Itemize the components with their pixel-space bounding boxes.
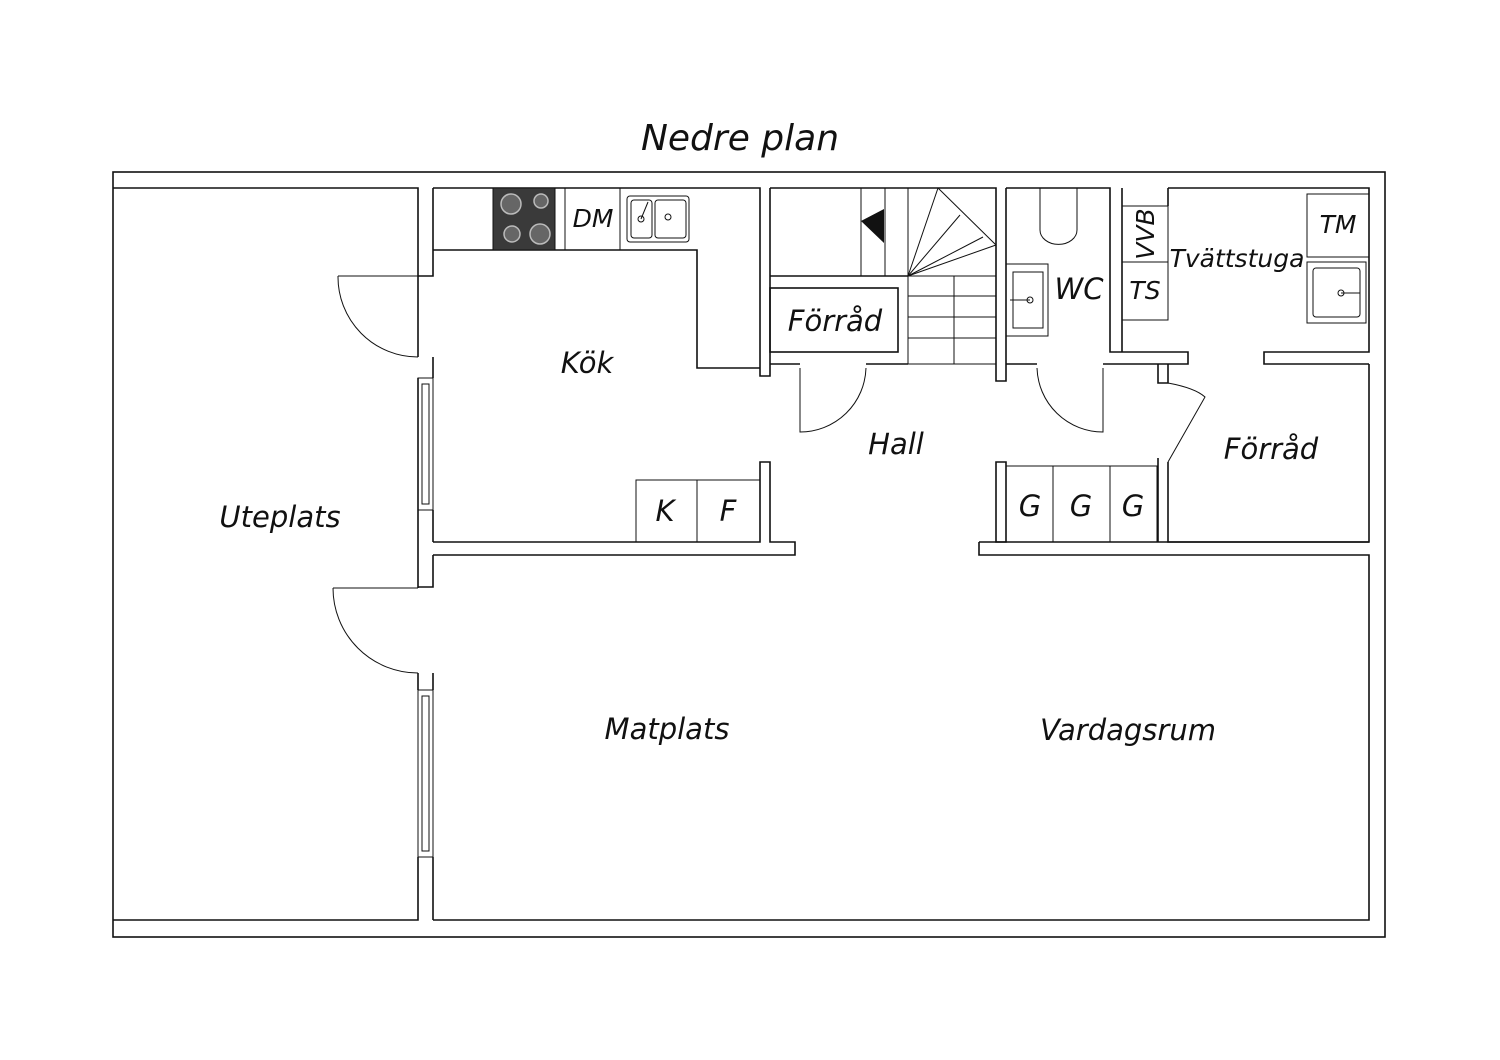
- wardrobe-wall: [995, 461, 1007, 543]
- room-label-uteplats: Uteplats: [219, 500, 340, 534]
- room-label-hall: Hall: [868, 427, 924, 461]
- door-forrad-right: [1167, 382, 1206, 463]
- kitchen-walls: [433, 187, 796, 556]
- toilet-icon: [1039, 188, 1078, 245]
- room-label-kok: Kök: [561, 346, 615, 380]
- stove-burners: [500, 193, 551, 245]
- door-wc: [1036, 367, 1104, 433]
- laundry-walls: [1167, 187, 1370, 365]
- uteplats-walls: [113, 187, 419, 921]
- window-matplats: [417, 689, 434, 858]
- freezer-label: K: [655, 494, 676, 528]
- room-label-forrad-right: Förråd: [1224, 432, 1319, 466]
- room-label-tvattstuga: Tvättstuga: [1170, 244, 1305, 273]
- room-label-vardagsrum: Vardagsrum: [1040, 713, 1216, 747]
- dryer-label: TS: [1129, 276, 1160, 305]
- door-uteplats-top: [337, 275, 419, 358]
- west-wall: [418, 188, 434, 920]
- fridge-freezer: [635, 479, 761, 543]
- washing-machine-label: TM: [1320, 210, 1357, 239]
- storage-small: [769, 287, 899, 353]
- kitchen-sink-icon: [626, 195, 690, 243]
- door-forrad: [799, 367, 867, 433]
- wardrobe-label: G: [1019, 489, 1041, 523]
- wc-sink-icon: [1005, 263, 1049, 337]
- dishwasher-label: DM: [573, 204, 614, 233]
- dryer-box: [1121, 261, 1169, 321]
- plan-title: Nedre plan: [641, 118, 839, 159]
- staircase-icon: [770, 187, 1007, 382]
- water-heater-label: VVB: [1131, 208, 1160, 259]
- room-label-matplats: Matplats: [605, 712, 730, 746]
- wardrobe-label: G: [1122, 489, 1144, 523]
- room-label-forrad-small: Förråd: [788, 304, 883, 338]
- fridge-label: F: [720, 494, 738, 528]
- washing-machine-box: [1306, 193, 1370, 258]
- outer-wall: [112, 171, 1386, 938]
- laundry-sink-icon: [1306, 261, 1367, 324]
- living-walls: [433, 541, 1370, 921]
- window-kitchen: [417, 377, 434, 511]
- wardrobe-label: G: [1070, 489, 1092, 523]
- door-uteplats-bottom: [332, 587, 419, 674]
- room-label-wc: WC: [1055, 272, 1105, 306]
